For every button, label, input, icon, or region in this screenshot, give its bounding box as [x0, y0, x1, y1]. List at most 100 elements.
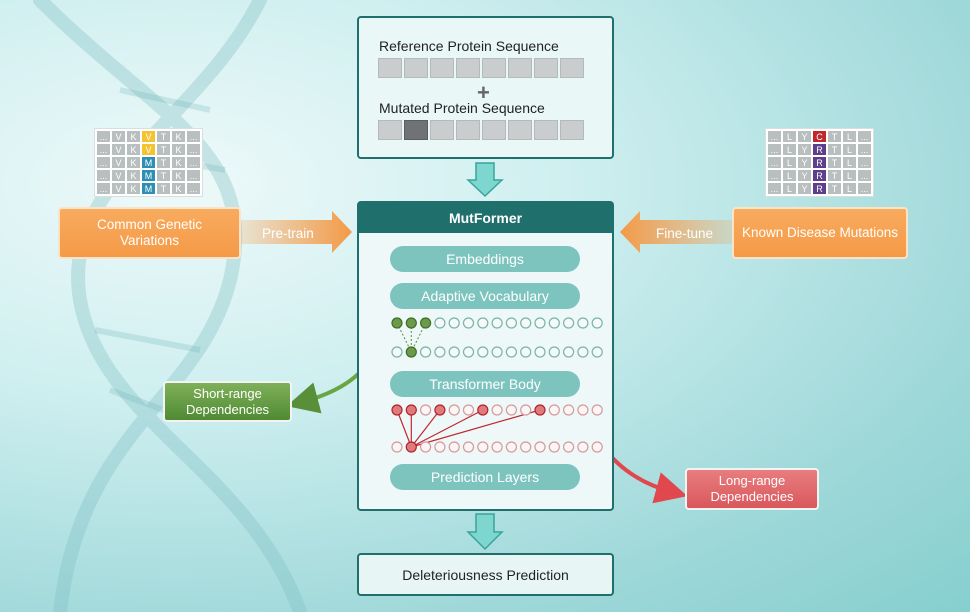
token-node: [434, 317, 446, 329]
token-node: [591, 404, 603, 416]
residue-cell: R: [812, 182, 827, 195]
token-node: [534, 317, 546, 329]
token-node: [591, 441, 603, 453]
residue-cell: V: [111, 143, 126, 156]
sequence-cell: [378, 58, 402, 78]
token-node: [577, 346, 589, 358]
token-node: [420, 346, 432, 358]
common-genetic-variations-box: Common Genetic Variations: [58, 207, 241, 259]
residue-cell: K: [126, 143, 141, 156]
reference-sequence-label: Reference Protein Sequence: [379, 38, 559, 54]
token-node: [505, 346, 517, 358]
pretrain-arrow-icon: [240, 211, 352, 253]
token-node: [491, 404, 503, 416]
token-node: [434, 346, 446, 358]
token-node: [548, 317, 560, 329]
token-node: [477, 317, 489, 329]
residue-cell: R: [812, 143, 827, 156]
token-node: [391, 317, 403, 329]
residue-cell: ...: [96, 130, 111, 143]
sequence-cell: [508, 58, 532, 78]
residue-cell: L: [842, 169, 857, 182]
residue-cell: L: [782, 182, 797, 195]
residue-cell: K: [171, 169, 186, 182]
token-node: [562, 317, 575, 329]
residue-cell: Y: [797, 182, 812, 195]
token-node: [434, 404, 446, 416]
sequence-cell: [430, 120, 454, 140]
residue-cell: ...: [96, 169, 111, 182]
attention-link: [396, 409, 412, 448]
token-node: [462, 404, 475, 416]
residue-cell: L: [782, 156, 797, 169]
residue-cell: T: [156, 143, 171, 156]
token-node: [462, 317, 475, 329]
token-node: [577, 404, 589, 416]
residue-cell: L: [782, 143, 797, 156]
residue-cell: T: [827, 143, 842, 156]
token-node: [520, 317, 532, 329]
token-node: [491, 346, 503, 358]
residue-cell: T: [156, 130, 171, 143]
residue-cell: Y: [797, 130, 812, 143]
residue-cell: ...: [857, 143, 872, 156]
attention-link: [411, 409, 484, 448]
residue-cell: ...: [767, 130, 782, 143]
residue-cell: K: [126, 156, 141, 169]
residue-cell: T: [156, 169, 171, 182]
residue-cell: ...: [767, 143, 782, 156]
token-node: [562, 346, 575, 358]
residue-cell: ...: [767, 169, 782, 182]
residue-cell: ...: [186, 169, 201, 182]
token-node: [577, 441, 589, 453]
token-node: [448, 441, 460, 453]
residue-cell: ...: [186, 130, 201, 143]
residue-cell: V: [111, 182, 126, 195]
prediction-layers-layer: Prediction Layers: [390, 464, 580, 490]
token-node: [577, 317, 589, 329]
sequence-cell: [404, 120, 428, 140]
residue-cell: L: [842, 143, 857, 156]
residue-cell: K: [171, 182, 186, 195]
sequence-cell: [560, 58, 584, 78]
residue-cell: R: [812, 156, 827, 169]
residue-cell: ...: [857, 169, 872, 182]
residue-cell: K: [126, 182, 141, 195]
long-range-dependencies-box: Long-range Dependencies: [685, 468, 819, 510]
residue-cell: T: [827, 130, 842, 143]
residue-cell: L: [782, 130, 797, 143]
embeddings-layer: Embeddings: [390, 246, 580, 272]
mutated-sequence-label: Mutated Protein Sequence: [379, 100, 545, 116]
sequence-cell: [482, 120, 506, 140]
token-node: [477, 404, 489, 416]
token-node: [477, 441, 489, 453]
token-node: [391, 441, 403, 453]
token-node: [505, 404, 517, 416]
down-arrow-icon: [466, 162, 504, 198]
deleteriousness-prediction-box: Deleteriousness Prediction: [357, 553, 614, 596]
token-node: [591, 346, 603, 358]
residue-cell: K: [126, 169, 141, 182]
residue-cell: Y: [797, 169, 812, 182]
token-node: [591, 317, 603, 329]
sequence-cell: [456, 58, 480, 78]
token-node: [462, 441, 475, 453]
sequence-cell: [482, 58, 506, 78]
sequence-cell: [404, 58, 428, 78]
input-sequences-box: Reference Protein Sequence + Mutated Pro…: [357, 16, 614, 159]
residue-cell: R: [812, 169, 827, 182]
deleteriousness-prediction-label: Deleteriousness Prediction: [402, 566, 569, 583]
residue-cell: ...: [186, 156, 201, 169]
residue-cell: ...: [857, 182, 872, 195]
token-node: [477, 346, 489, 358]
pretrain-label: Pre-train: [262, 226, 314, 241]
residue-cell: ...: [186, 143, 201, 156]
token-node: [434, 441, 446, 453]
adaptive-vocabulary-layer: Adaptive Vocabulary: [390, 283, 580, 309]
token-node: [534, 404, 546, 416]
